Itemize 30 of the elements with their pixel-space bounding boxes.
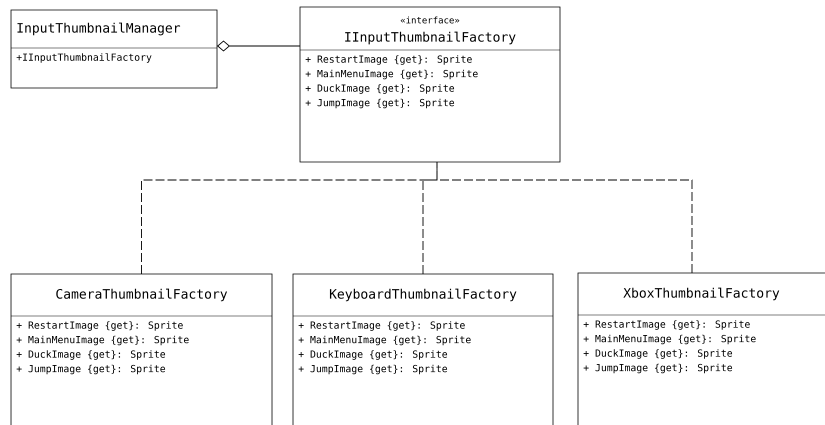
- attribute-text: + MainMenuImage {get}: Sprite: [306, 70, 478, 80]
- class-name: XboxThumbnailFactory: [623, 288, 780, 300]
- class-name: CameraThumbnailFactory: [56, 288, 228, 302]
- attribute-text: +IInputThumbnailFactory: [16, 53, 152, 63]
- attribute-text: + RestartImage {get}: Sprite: [584, 320, 750, 330]
- attribute-text: + DuckImage {get}: Sprite: [584, 349, 732, 359]
- attribute-text: + RestartImage {get}: Sprite: [306, 55, 472, 65]
- class-box: [578, 272, 825, 425]
- class-name: IInputThumbnailFactory: [345, 32, 516, 44]
- attribute-text: + DuckImage {get}: Sprite: [306, 84, 454, 94]
- attribute-text: + JumpImage {get}: Sprite: [298, 364, 448, 374]
- attribute-text: + MainMenuImage {get}: Sprite: [298, 336, 471, 346]
- attribute-text: + DuckImage {get}: Sprite: [298, 350, 448, 360]
- attribute-text: + JumpImage {get}: Sprite: [16, 364, 166, 374]
- class-box: [300, 6, 560, 162]
- class-name: InputThumbnailManager: [17, 22, 180, 36]
- attribute-text: + JumpImage {get}: Sprite: [584, 364, 732, 374]
- class-box: [10, 274, 272, 425]
- class-name: KeyboardThumbnailFactory: [330, 288, 516, 302]
- stereotype-text: «interface»: [400, 16, 460, 24]
- class-box: [292, 274, 554, 425]
- attribute-text: + MainMenuImage {get}: Sprite: [584, 334, 756, 344]
- attribute-text: + JumpImage {get}: Sprite: [306, 98, 454, 108]
- attribute-text: + RestartImage {get}: Sprite: [298, 321, 465, 331]
- aggregation-line: [217, 40, 300, 52]
- attribute-text: + MainMenuImage {get}: Sprite: [16, 336, 189, 346]
- class-box: [10, 10, 218, 88]
- realization-line: [436, 162, 692, 274]
- attribute-text: + RestartImage {get}: Sprite: [16, 321, 183, 331]
- attribute-text: + DuckImage {get}: Sprite: [16, 350, 166, 360]
